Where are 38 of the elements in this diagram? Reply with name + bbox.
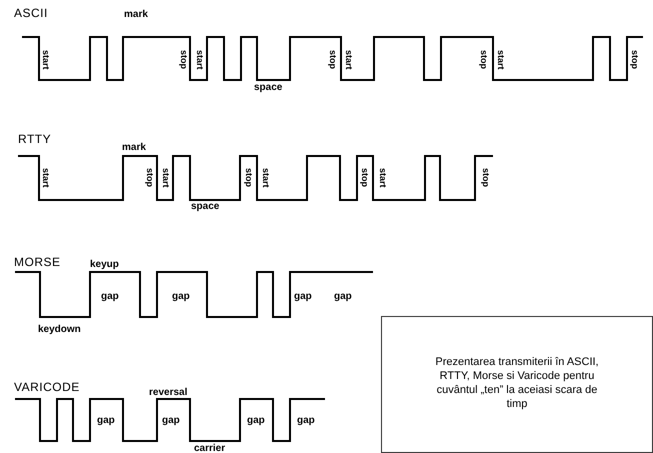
signal-label: gap (334, 291, 352, 302)
bit-label: stop (145, 168, 155, 187)
signal-label: space (191, 201, 220, 212)
signal-label: gap (247, 415, 265, 426)
signal-label: space (254, 82, 282, 93)
row-title: MORSE (14, 256, 61, 269)
bit-label: stop (244, 168, 254, 187)
caption-text: Prezentarea transmiterii în ASCII, RTTY, Morse si Varicode pentru cuvântul „ten” la aceiasi scara de timp (434, 355, 600, 411)
bit-label: start (378, 168, 388, 188)
signal-label: mark (122, 142, 146, 153)
bit-label: start (261, 168, 271, 188)
caption-box (381, 316, 653, 453)
bit-label: start (195, 50, 205, 70)
row-title: ASCII (14, 7, 48, 20)
bit-label: start (496, 50, 506, 70)
signal-label: gap (162, 415, 180, 426)
signal-label: gap (101, 291, 119, 302)
bit-label: stop (479, 50, 489, 69)
signal-label: gap (297, 415, 315, 426)
signal-label: gap (172, 291, 190, 302)
bit-label: stop (630, 50, 640, 69)
bit-label: start (344, 50, 354, 70)
signal-label: keyup (90, 259, 119, 270)
signal-label: mark (124, 9, 148, 20)
signal-label: gap (294, 291, 312, 302)
bit-label: stop (328, 50, 338, 69)
row-title: RTTY (18, 133, 52, 146)
signal-label: keydown (38, 324, 81, 335)
row-title: VARICODE (14, 381, 80, 394)
bit-label: stop (481, 168, 491, 187)
signal-label: carrier (194, 443, 226, 453)
bit-label: stop (360, 168, 370, 187)
bit-label: start (41, 50, 51, 70)
bit-label: stop (179, 50, 189, 69)
bit-label: start (161, 168, 171, 188)
signal-label: gap (97, 415, 115, 426)
bit-label: start (41, 168, 51, 188)
signal-label: reversal (149, 387, 188, 398)
